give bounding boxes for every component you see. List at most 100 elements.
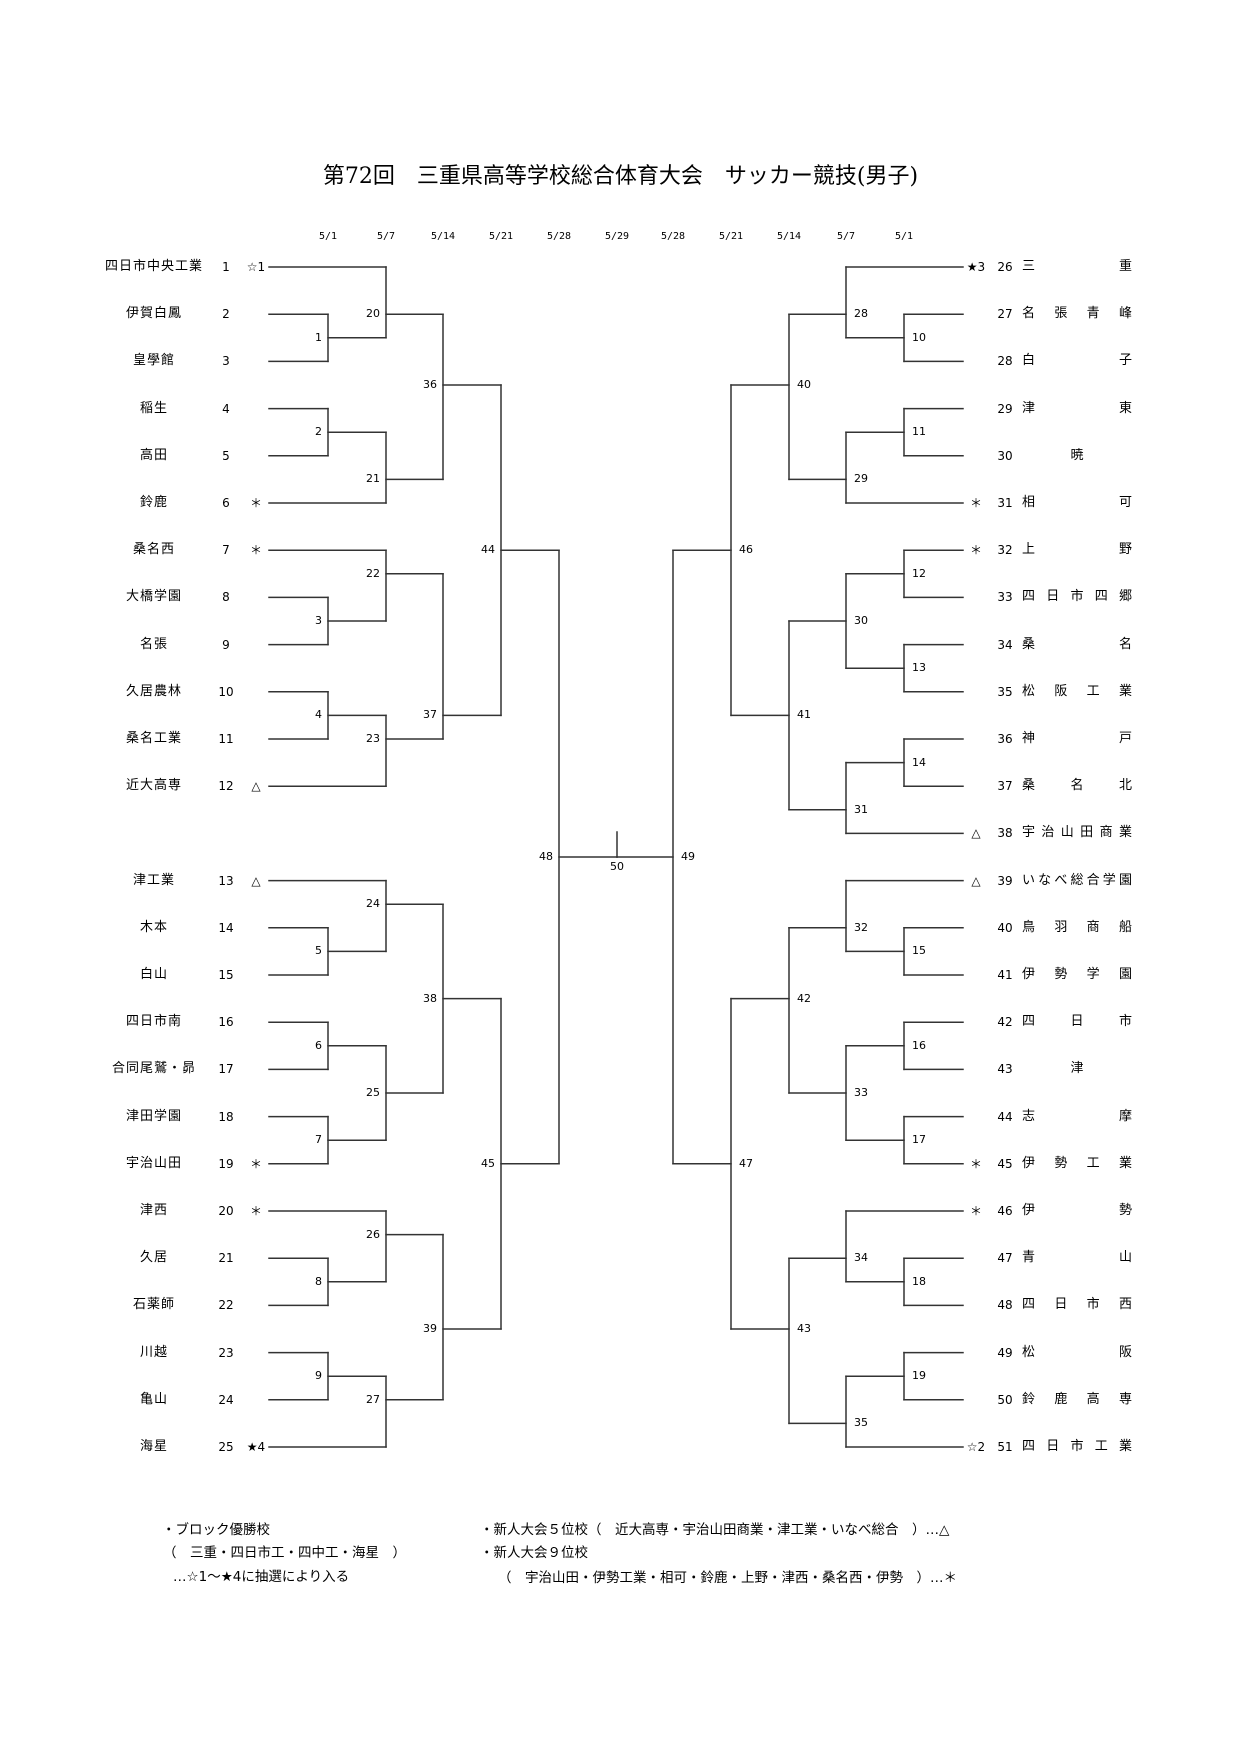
team-name-char: 市 — [1086, 1297, 1100, 1313]
team-entry: 久居農林 10 — [0, 683, 1241, 701]
team-name: 上野 — [1022, 541, 1132, 559]
seed-mark: ＊ — [969, 1156, 982, 1171]
round-date: 5/28 — [546, 231, 572, 242]
team-number: 32 — [997, 543, 1013, 558]
match-number: 43 — [797, 1322, 811, 1335]
team-name-char: 学 — [1086, 967, 1100, 982]
team-name-char: 山 — [1060, 825, 1074, 841]
match-number: 26 — [366, 1227, 380, 1241]
match-number: 46 — [739, 543, 753, 557]
team-name-char: 名 — [1118, 636, 1132, 652]
match-number: 4 — [315, 708, 322, 722]
team-name: 鳥羽商船 — [1022, 919, 1132, 937]
match-number: 40 — [797, 378, 811, 391]
team-entry: 40 鳥羽商船 — [0, 919, 1241, 937]
seed-mark: △ — [971, 826, 981, 841]
match-number: 27 — [366, 1392, 380, 1406]
team-number: 37 — [997, 779, 1013, 794]
team-name-char: 峰 — [1118, 306, 1132, 322]
team-number: 12 — [218, 779, 234, 794]
team-name: 四日市 — [1022, 1013, 1132, 1031]
team-name-char: 野 — [1118, 542, 1132, 558]
team-name: 伊勢 — [1022, 1202, 1132, 1220]
match-number: 6 — [315, 1038, 322, 1052]
team-entry: 37 桑名北 — [0, 777, 1241, 795]
team-number: 42 — [997, 1015, 1013, 1030]
team-number: 14 — [218, 920, 234, 935]
team-number: 43 — [997, 1062, 1013, 1077]
team-name-char: 戸 — [1118, 731, 1132, 746]
team-name-char: 松 — [1022, 683, 1036, 699]
team-name-char: 四 — [1022, 589, 1036, 605]
team-name-char: 工 — [1086, 683, 1100, 699]
team-name-char: 阪 — [1118, 1344, 1132, 1360]
page-title: 第72回 三重県高等学校総合体育大会 サッカー競技(男子) — [322, 164, 919, 189]
team-name-char: 阪 — [1054, 683, 1068, 699]
team-name-char: 青 — [1022, 1250, 1036, 1266]
team-name-char: 業 — [1118, 825, 1132, 841]
seed-mark: △ — [251, 779, 261, 794]
team-number: 29 — [997, 401, 1013, 416]
team-number: 40 — [997, 920, 1013, 935]
match-number: 11 — [912, 425, 926, 439]
team-name-char: 船 — [1118, 919, 1132, 935]
match-number: 30 — [854, 614, 868, 627]
match-number: 3 — [315, 614, 322, 627]
team-name-char: 上 — [1022, 542, 1036, 558]
team-name-char: 伊 — [1022, 1203, 1036, 1218]
team-number: 15 — [218, 968, 234, 982]
team-number: 35 — [997, 684, 1013, 699]
team-number: 4 — [222, 401, 230, 416]
team-name-char: べ — [1054, 872, 1068, 888]
team-name-char: 暁 — [1070, 447, 1084, 463]
legend-note: ・ブロック優勝校 — [162, 1522, 270, 1538]
match-number: 48 — [539, 850, 553, 863]
team-name-char: 四 — [1022, 1014, 1036, 1030]
team-name-char: 園 — [1118, 967, 1132, 982]
team-name-char: 日 — [1070, 1014, 1084, 1030]
team-name: 桑名 — [1022, 636, 1132, 654]
match-number: 9 — [315, 1369, 322, 1383]
round-date: 5/7 — [376, 231, 396, 242]
team-name: 四日市中央工業 — [104, 259, 203, 274]
match-number: 19 — [912, 1369, 926, 1383]
team-name-char: 業 — [1118, 1439, 1132, 1454]
team-number: 7 — [222, 543, 230, 558]
match-number: 5 — [315, 944, 322, 958]
team-name: 合同尾鷲・昴 — [111, 1061, 196, 1077]
match-number: 32 — [854, 920, 868, 934]
match-number: 13 — [912, 661, 926, 675]
team-number: 50 — [997, 1392, 1013, 1407]
team-name: 相可 — [1022, 494, 1132, 512]
team-number: 10 — [218, 684, 234, 699]
team-name: 四日市工業 — [1022, 1438, 1132, 1456]
team-name-char: 市 — [1118, 1014, 1132, 1030]
team-name-char: 勢 — [1054, 1155, 1068, 1171]
match-number: 33 — [854, 1086, 868, 1099]
team-number: 33 — [997, 590, 1013, 605]
team-name-char: 総 — [1070, 872, 1084, 888]
team-name: 名張 — [139, 636, 168, 652]
team-name: 桑名工業 — [125, 731, 182, 746]
team-number: 47 — [997, 1251, 1013, 1266]
team-name: 松阪工業 — [1022, 683, 1132, 701]
team-name-char: 園 — [1118, 872, 1132, 888]
team-name: 久居農林 — [125, 683, 182, 699]
team-number: 23 — [218, 1345, 234, 1360]
team-name: 桑名北 — [1022, 777, 1132, 795]
team-name-char: 鹿 — [1054, 1391, 1068, 1407]
